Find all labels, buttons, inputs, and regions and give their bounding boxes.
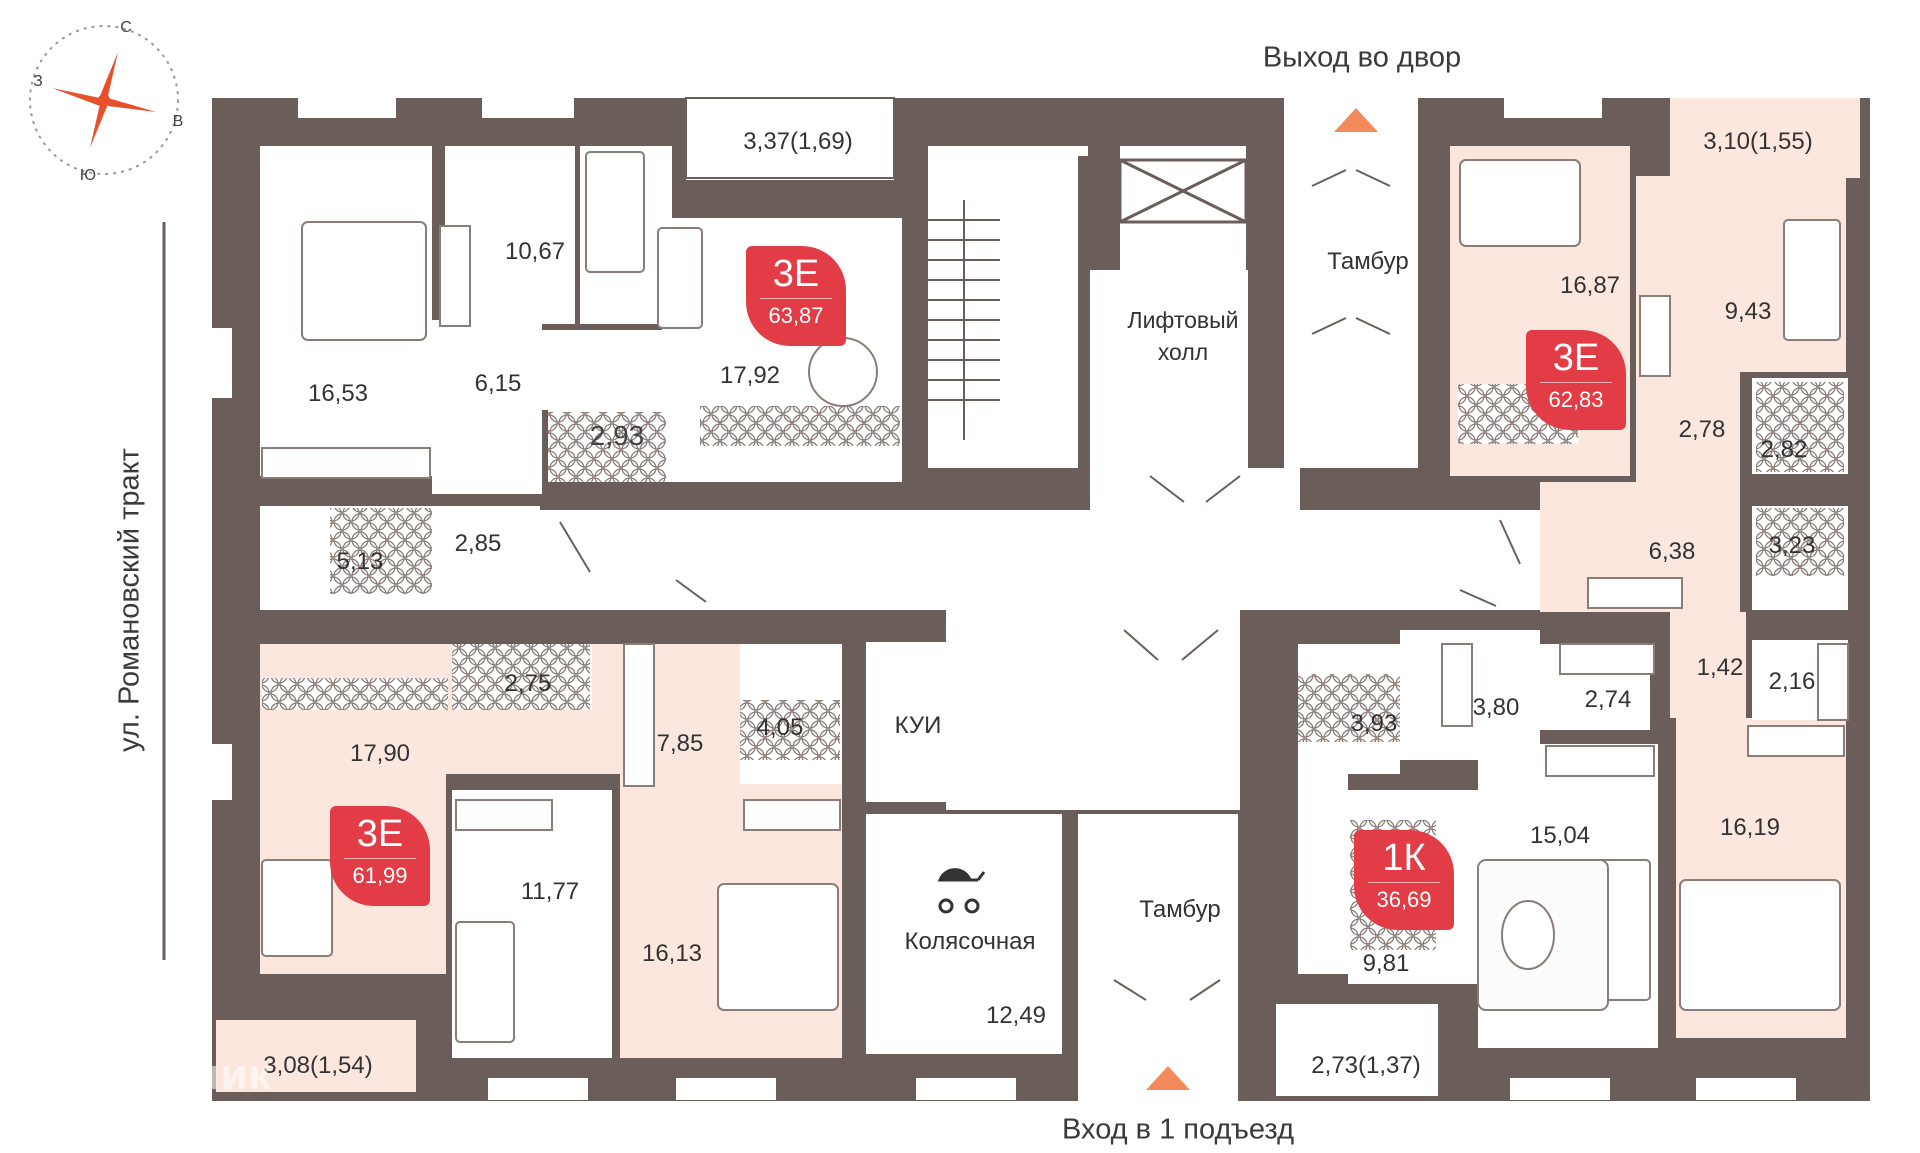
room-area: 3,93 bbox=[1350, 710, 1398, 737]
room-area: 15,04 bbox=[1529, 822, 1591, 849]
apartment-badge[interactable]: 3Е 62,83 bbox=[1526, 330, 1626, 430]
room-area: 3,37(1,69) bbox=[743, 128, 853, 155]
compass-icon bbox=[29, 25, 179, 175]
street-label: ул. Романовский тракт bbox=[113, 448, 146, 752]
room-area: 11,77 bbox=[520, 878, 580, 905]
room-area: 2,93 bbox=[589, 420, 645, 451]
room-area: 3,10(1,55) bbox=[1703, 128, 1813, 155]
compass-west: З bbox=[33, 73, 43, 90]
apartment-badge[interactable]: 3Е 63,87 bbox=[746, 246, 846, 346]
stroller-room-area: 12,49 bbox=[985, 1002, 1047, 1029]
room-area: 2,16 bbox=[1768, 668, 1816, 695]
apartment-area: 62,83 bbox=[1548, 387, 1604, 412]
badge-divider bbox=[1368, 882, 1440, 883]
apartment-type: 3Е bbox=[1552, 337, 1600, 379]
stroller-icon bbox=[937, 868, 986, 914]
room-area: 1,42 bbox=[1696, 654, 1744, 681]
badge-divider bbox=[344, 858, 416, 859]
room-area: 6,38 bbox=[1648, 538, 1696, 565]
room-area: 7,85 bbox=[656, 730, 704, 757]
apartment-area: 36,69 bbox=[1376, 887, 1432, 912]
room-area: 17,90 bbox=[349, 740, 411, 767]
apartment-type: 3Е bbox=[356, 813, 404, 855]
room-area: 10,67 bbox=[504, 238, 566, 265]
room-area: 5,13 bbox=[336, 548, 384, 575]
room-area: 2,73(1,37) bbox=[1311, 1052, 1421, 1079]
tambur-top-label: Тамбур bbox=[1327, 248, 1409, 275]
room-area: 16,13 bbox=[641, 940, 703, 967]
kui-label: КУИ bbox=[894, 712, 942, 739]
corridor bbox=[540, 510, 1540, 610]
room-area: 3,23 bbox=[1768, 532, 1816, 559]
room-area: 2,78 bbox=[1678, 416, 1726, 443]
room-area: 9,81 bbox=[1362, 950, 1410, 977]
apartment-area: 61,99 bbox=[352, 863, 408, 888]
stroller-room-label: Колясочная bbox=[904, 928, 1036, 955]
lift-hall-label: Лифтовый холл bbox=[1127, 307, 1239, 365]
room-area: 3,08(1,54) bbox=[263, 1052, 373, 1079]
entrance-label: Вход в 1 подъезд bbox=[1062, 1113, 1294, 1146]
compass-east: В bbox=[172, 113, 184, 130]
compass-south: Ю bbox=[79, 167, 97, 184]
room-area: 3,80 bbox=[1472, 694, 1520, 721]
apartment-area: 63,87 bbox=[768, 303, 824, 328]
exit-arrow bbox=[1334, 108, 1378, 132]
apartment-badge[interactable]: 1К 36,69 bbox=[1354, 830, 1454, 930]
room-area: 16,87 bbox=[1559, 272, 1621, 299]
room-area: 6,15 bbox=[474, 370, 522, 397]
entrance-arrow bbox=[1146, 1066, 1190, 1090]
badge-divider bbox=[1540, 382, 1612, 383]
apartment-type: 1К bbox=[1382, 837, 1426, 879]
exit-courtyard-label: Выход во двор bbox=[1262, 41, 1462, 74]
badge-divider bbox=[760, 298, 832, 299]
room-area: 9,43 bbox=[1724, 298, 1772, 325]
room-area: 2,75 bbox=[504, 670, 552, 697]
room-area: 16,19 bbox=[1719, 814, 1781, 841]
tambur-bottom-label: Тамбур bbox=[1139, 896, 1221, 923]
apartment-badge[interactable]: 3Е 61,99 bbox=[330, 806, 430, 906]
room-area: 17,92 bbox=[719, 362, 781, 389]
compass-north: С bbox=[120, 19, 132, 36]
apartment-type: 3Е bbox=[772, 253, 820, 295]
room-area: 2,74 bbox=[1584, 686, 1632, 713]
room-area: 2,85 bbox=[454, 530, 502, 557]
room-area: 2,82 bbox=[1760, 436, 1808, 463]
room-area: 16,53 bbox=[307, 380, 369, 407]
watermark: ДомКлик bbox=[70, 1050, 272, 1099]
room-area: 4,05 bbox=[756, 714, 804, 741]
